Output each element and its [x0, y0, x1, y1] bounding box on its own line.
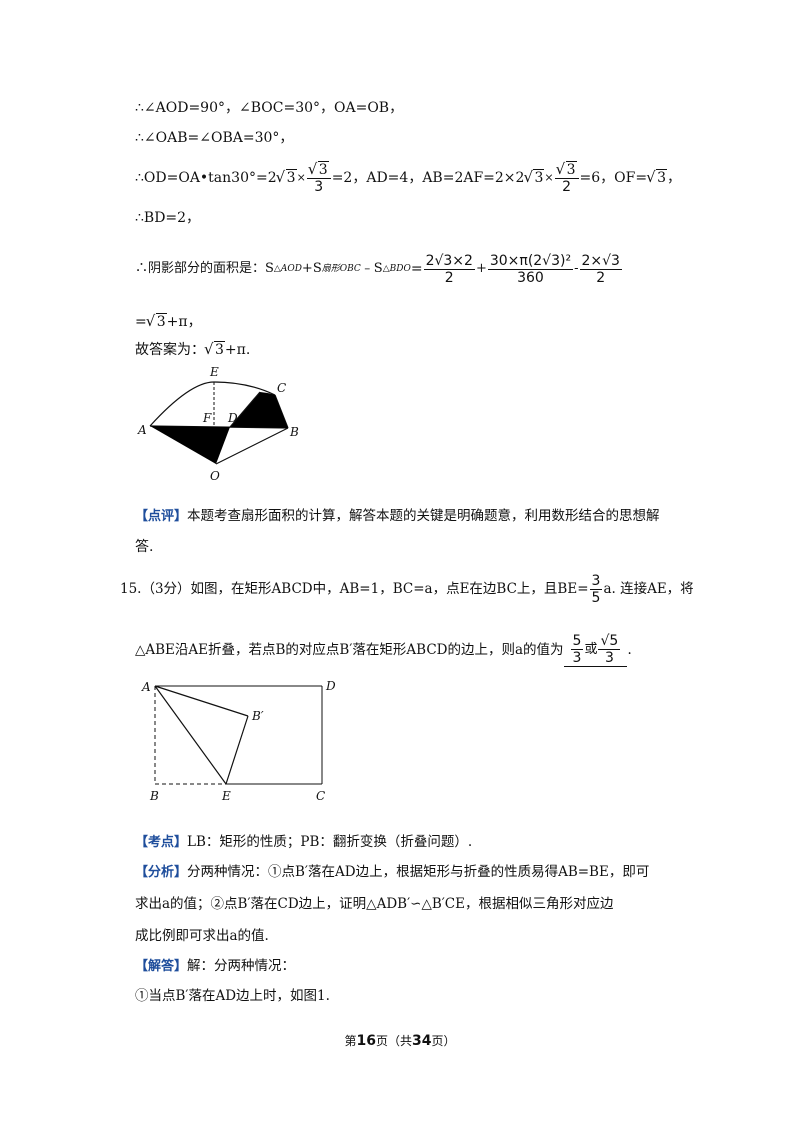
- text: +π.: [224, 342, 251, 358]
- text: 求出a的值；②点B′落在CD边上，证明△ADB′∽△B′CE，根据相似三角形对应…: [135, 896, 614, 912]
- segment-BprimeE: [225, 715, 249, 785]
- kaodian-tag: 【考点】: [135, 835, 188, 850]
- answer-fraction-1: 5 3: [570, 633, 584, 666]
- label-F: F: [202, 411, 212, 425]
- label-D: D: [227, 411, 238, 425]
- page-footer: 第16页（共34页）: [0, 1032, 800, 1049]
- equals: =: [410, 261, 423, 277]
- subscript: △BDO: [382, 264, 411, 274]
- label-B: B: [149, 789, 159, 803]
- sqrt-3: 3: [646, 167, 667, 188]
- segment-ABprime: [154, 685, 249, 717]
- comment-line-1: 【点评】本题考查扇形面积的计算，解答本题的关键是明确题意，利用数形结合的思想解: [135, 506, 660, 527]
- kaodian-line: 【考点】LB：矩形的性质；PB：翻折变换（折叠问题）.: [135, 832, 472, 853]
- text: 解：分两种情况：: [187, 958, 296, 974]
- fraction-1: 2√3×2 2: [423, 252, 475, 286]
- sqrt-3: 3: [523, 167, 545, 188]
- solution-line-2: ∴∠OAB=∠OBA=30°，: [135, 128, 293, 148]
- shaded-triangle-AOD: [150, 426, 230, 464]
- subscript: △AOD: [273, 264, 302, 274]
- fenxi-line-3: 成比例即可求出a的值.: [135, 926, 269, 946]
- jieda-tag: 【解答】: [135, 959, 188, 974]
- sector-figure: E C F D A B O: [137, 365, 299, 483]
- text: 分两种情况：①点B′落在AD边上，根据矩形与折叠的性质易得AB=BE，即可: [187, 864, 650, 880]
- plus: +: [475, 261, 487, 276]
- fraction-sqrt3-over-2: 3 2: [554, 160, 579, 195]
- fraction-2: 30×π(2√3)² 360: [487, 252, 574, 286]
- sqrt-3: 3: [146, 311, 167, 332]
- text: 15.（3分）如图，在矩形ABCD中，AB=1，BC=a，点E在边BC上，且BE…: [120, 581, 589, 597]
- text: 第: [344, 1034, 357, 1048]
- label-D: D: [325, 679, 336, 693]
- text: =6，OF=: [579, 170, 648, 186]
- label-E: E: [221, 789, 231, 803]
- q15-line-2: △ABE沿AE折叠，若点B的对应点B′落在矩形ABCD的边上，则a的值为 5 3…: [135, 630, 632, 670]
- label-C: C: [277, 381, 286, 395]
- label-A: A: [137, 423, 147, 437]
- shaded-region-DCB: [230, 392, 288, 428]
- rectangle-figure: A D B′ B E C: [141, 679, 336, 803]
- text: 或: [584, 641, 598, 657]
- text: ，: [667, 170, 681, 186]
- text: LB：矩形的性质；PB：翻折变换（折叠问题）.: [187, 834, 473, 850]
- text: 成比例即可求出a的值.: [135, 928, 269, 944]
- text: a. 连接AE，将: [603, 581, 694, 597]
- text: ∴∠AOD=90°，∠BOC=30°，OA=OB，: [135, 100, 404, 116]
- segment-OB: [215, 427, 289, 465]
- text: ①当点B′落在AD边上时，如图1.: [135, 988, 330, 1004]
- label-A: A: [141, 680, 151, 694]
- solution-line-5: ∴阴影部分的面积是：S △AOD +S 扇形OBC ﹣S △BDO = 2√3×…: [135, 248, 623, 290]
- text: ∴BD=2，: [135, 210, 201, 226]
- label-E: E: [209, 365, 219, 379]
- minus: -: [574, 261, 579, 276]
- comment-line-2: 答.: [135, 537, 153, 557]
- times: ×: [544, 171, 554, 184]
- text: +π，: [166, 314, 202, 330]
- solution-line-1: ∴∠AOD=90°，∠BOC=30°，OA=OB，: [135, 98, 403, 118]
- segment-DC: [229, 391, 261, 428]
- fenxi-line-1: 【分析】分两种情况：①点B′落在AD边上，根据矩形与折叠的性质易得AB=BE，即…: [135, 862, 649, 883]
- q15-line-1: 15.（3分）如图，在矩形ABCD中，AB=1，BC=a，点E在边BC上，且BE…: [120, 570, 694, 608]
- fraction-3-over-5: 3 5: [589, 572, 603, 606]
- text: 页）: [431, 1034, 456, 1048]
- fenxi-line-2: 求出a的值；②点B′落在CD边上，证明△ADB′∽△B′CE，根据相似三角形对应…: [135, 894, 614, 914]
- sqrt-3: 3: [204, 339, 225, 360]
- answer-fraction-2: √5 3: [598, 633, 621, 666]
- text: ∴阴影部分的面积是：S: [135, 261, 274, 276]
- text: +S: [301, 261, 322, 276]
- fraction-3: 2×√3 2: [579, 252, 622, 286]
- jieda-line-1: 【解答】解：分两种情况：: [135, 956, 295, 977]
- comment-tag: 【点评】: [135, 509, 188, 524]
- text: .: [627, 642, 632, 658]
- equals: =: [135, 314, 147, 330]
- text: 本题考查扇形面积的计算，解答本题的关键是明确题意，利用数形结合的思想解: [187, 508, 660, 524]
- segment-AE: [154, 685, 227, 785]
- subscript: 扇形OBC: [321, 264, 361, 274]
- text: ﹣S: [360, 261, 383, 276]
- text: △ABE沿AE折叠，若点B的对应点B′落在矩形ABCD的边上，则a的值为: [135, 642, 564, 658]
- answer-blank: 5 3 或 √5 3: [563, 633, 628, 667]
- text: ∴OD=OA•tan30°=2: [135, 170, 277, 186]
- text: 页（共: [375, 1034, 412, 1048]
- times: ×: [296, 171, 306, 184]
- fenxi-tag: 【分析】: [135, 865, 188, 880]
- page-number: 16: [356, 1033, 376, 1049]
- answer-line: 故答案为：3+π.: [135, 339, 251, 360]
- solution-line-4: ∴BD=2，: [135, 208, 200, 228]
- text: ∴∠OAB=∠OBA=30°，: [135, 130, 294, 146]
- solution-line-6: =3+π，: [135, 311, 202, 332]
- label-Bprime: B′: [251, 709, 264, 723]
- solution-line-3: ∴OD=OA•tan30°=2 3 × 3 3 =2，AD=4，AB=2AF=2…: [135, 160, 681, 196]
- label-B: B: [289, 425, 299, 439]
- sqrt-3: 3: [276, 167, 297, 188]
- jieda-line-2: ①当点B′落在AD边上时，如图1.: [135, 986, 330, 1006]
- total-pages: 34: [412, 1033, 432, 1049]
- label-C: C: [316, 789, 325, 803]
- text: 故答案为：: [135, 342, 205, 358]
- text: =2，AD=4，AB=2AF=2×2: [331, 170, 525, 186]
- label-O: O: [210, 469, 220, 483]
- text: 答.: [135, 539, 154, 555]
- fraction-sqrt3-over-3: 3 3: [306, 160, 331, 195]
